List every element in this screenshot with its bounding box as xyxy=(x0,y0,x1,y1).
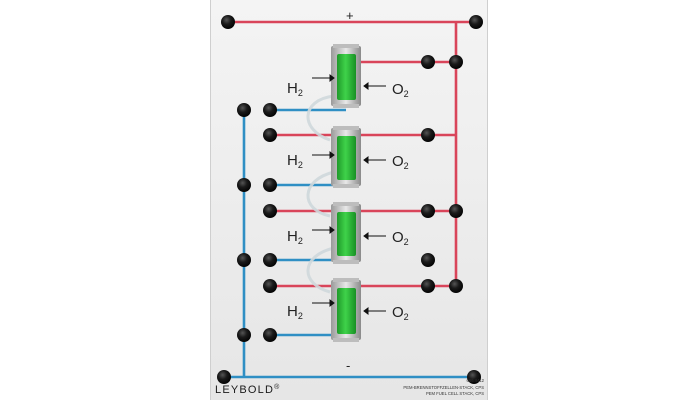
cell-labels-4: H2 O2 xyxy=(287,303,409,322)
positive-sign: + xyxy=(346,8,354,23)
socket[interactable] xyxy=(237,253,251,267)
fuel-cell xyxy=(331,202,361,264)
socket[interactable] xyxy=(263,328,277,342)
socket[interactable] xyxy=(263,178,277,192)
oxygen-label: O2 xyxy=(392,81,409,99)
oxygen-label: O2 xyxy=(392,304,409,322)
socket[interactable] xyxy=(263,103,277,117)
socket[interactable] xyxy=(263,128,277,142)
socket[interactable] xyxy=(263,204,277,218)
brand-logo: LEYBOLD® xyxy=(215,383,281,396)
socket[interactable] xyxy=(237,178,251,192)
socket[interactable] xyxy=(237,103,251,117)
hydrogen-label: H2 xyxy=(287,228,303,246)
socket[interactable] xyxy=(421,253,435,267)
gas-tubing xyxy=(306,94,335,294)
socket[interactable] xyxy=(467,370,481,384)
fuel-cell xyxy=(331,278,361,342)
oxygen-label: O2 xyxy=(392,153,409,171)
hydrogen-label: H2 xyxy=(287,80,303,98)
socket[interactable] xyxy=(469,15,483,29)
socket[interactable] xyxy=(421,279,435,293)
sockets xyxy=(217,15,483,384)
caption-german: PEM-BRENNSTOFFZELLEN-STACK, CPS xyxy=(403,385,484,390)
socket[interactable] xyxy=(263,253,277,267)
socket[interactable] xyxy=(449,279,463,293)
fuel-cell xyxy=(331,126,361,188)
negative-sign: - xyxy=(346,358,350,373)
cell-labels-1: H2 O2 xyxy=(287,80,409,99)
socket[interactable] xyxy=(221,15,235,29)
fuel-cell xyxy=(331,44,361,108)
socket[interactable] xyxy=(421,55,435,69)
hydrogen-label: H2 xyxy=(287,303,303,321)
cell-labels-2: H2 O2 xyxy=(287,152,409,171)
oxygen-label: O2 xyxy=(392,229,409,247)
socket[interactable] xyxy=(217,370,231,384)
socket[interactable] xyxy=(421,204,435,218)
hydrogen-label: H2 xyxy=(287,152,303,170)
caption-english: PEM FUEL CELL STACK, CPS xyxy=(426,391,484,396)
socket[interactable] xyxy=(237,328,251,342)
catalog-number: 666 4412 xyxy=(467,378,485,383)
socket[interactable] xyxy=(449,204,463,218)
socket[interactable] xyxy=(421,128,435,142)
gas-arrows xyxy=(312,74,386,315)
socket[interactable] xyxy=(449,55,463,69)
cell-labels-3: H2 O2 xyxy=(287,228,409,247)
socket[interactable] xyxy=(263,279,277,293)
